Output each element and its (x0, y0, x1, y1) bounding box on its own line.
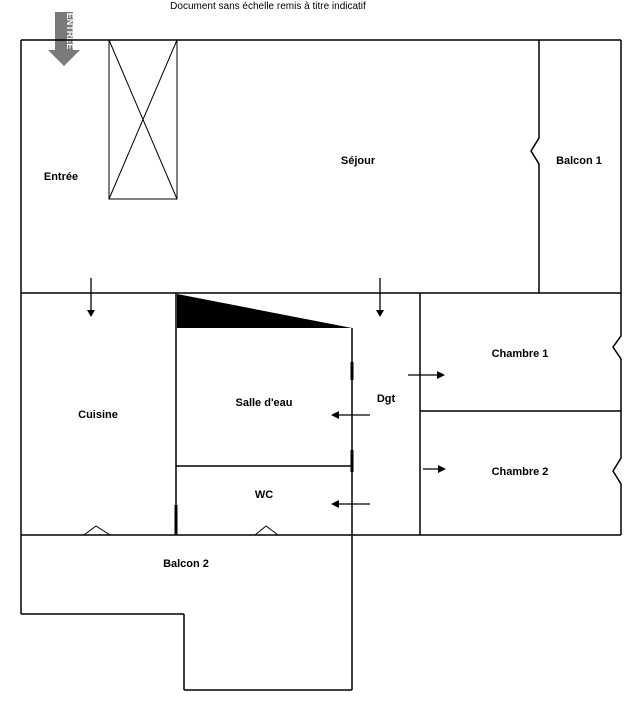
room-label-salle-deau: Salle d'eau (235, 397, 292, 409)
walls (20, 39, 622, 691)
shower-triangle (177, 294, 352, 328)
room-label-balcon-1: Balcon 1 (556, 155, 602, 167)
arrow-icons (87, 278, 446, 508)
entrance-marker-text: ENTRÉE (65, 13, 75, 50)
room-label-dgt: Dgt (377, 393, 396, 405)
room-label-chambre-2: Chambre 2 (492, 466, 549, 478)
stairwell-void (108, 39, 178, 200)
room-label-entree: Entrée (44, 171, 78, 183)
room-label-chambre-1: Chambre 1 (492, 348, 549, 360)
room-label-balcon-2: Balcon 2 (163, 558, 209, 570)
room-label-sejour: Séjour (341, 155, 376, 167)
room-label-cuisine: Cuisine (78, 409, 118, 421)
disclaimer-text: Document sans échelle remis à titre indi… (170, 1, 366, 12)
entrance-arrow-icon: ENTRÉE (48, 12, 80, 66)
room-label-wc: WC (255, 489, 273, 501)
window-marks (83, 525, 279, 536)
